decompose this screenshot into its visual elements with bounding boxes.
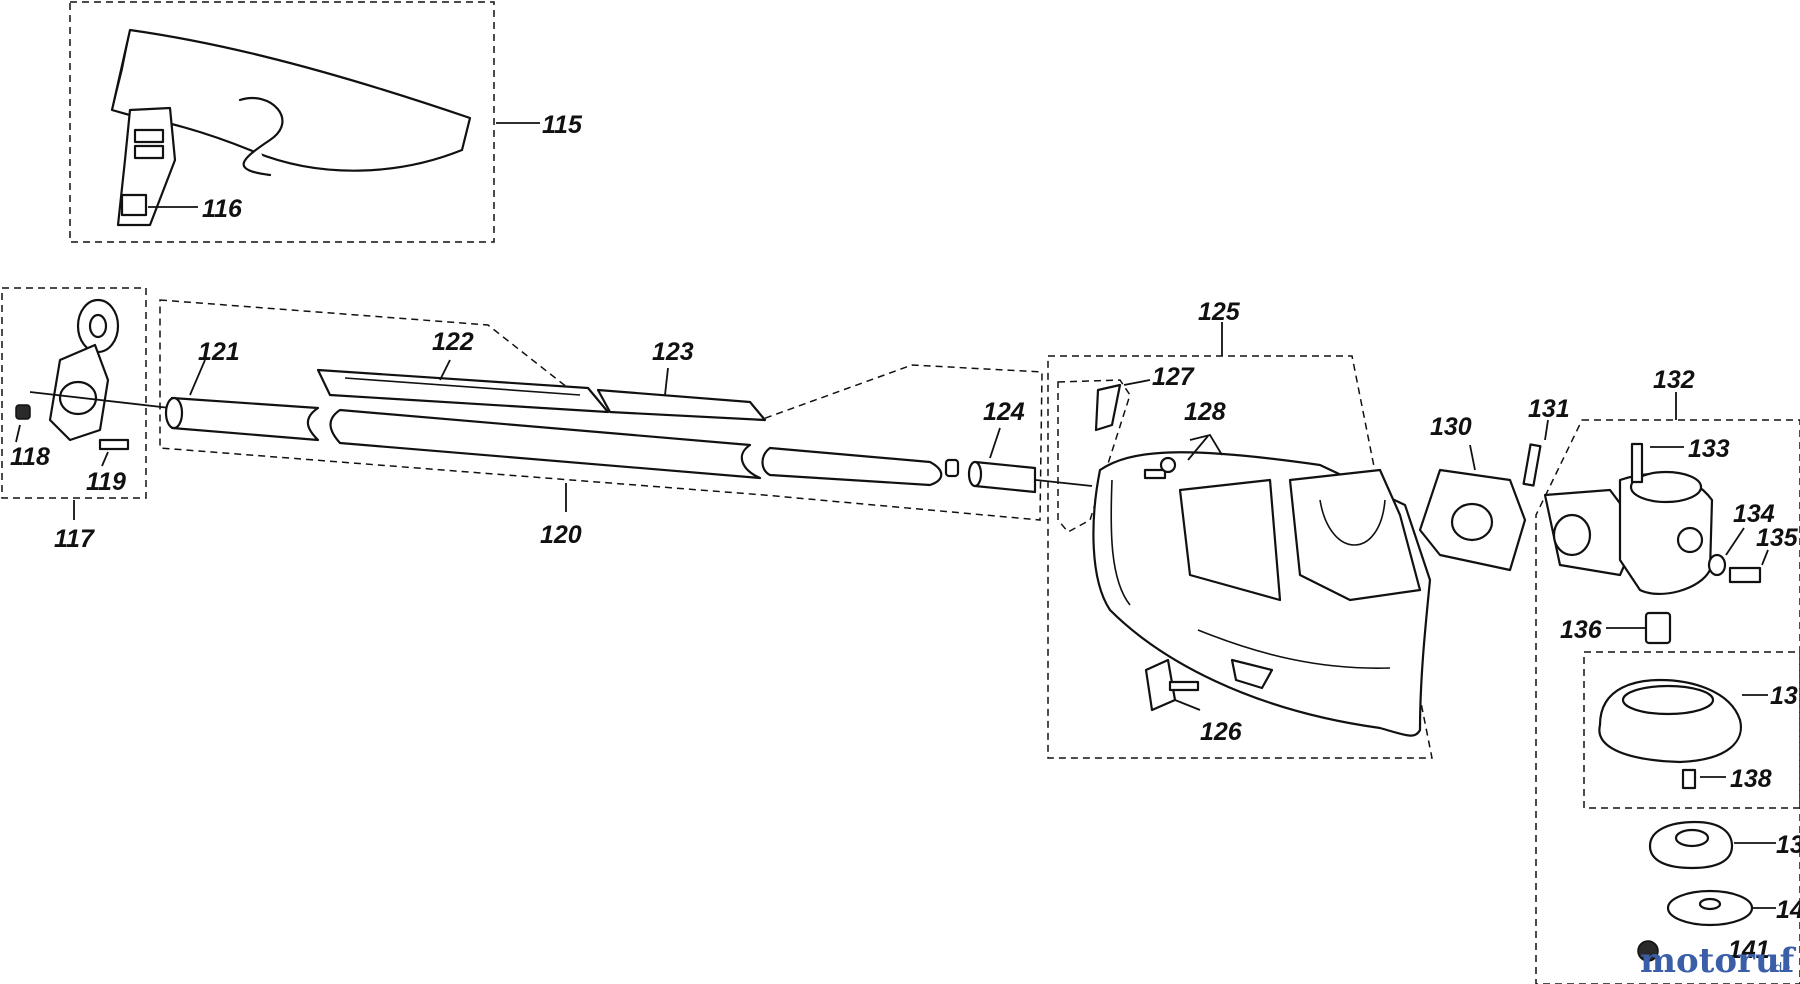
label-117: 117 [54, 525, 95, 553]
label-124: 124 [983, 398, 1025, 426]
label-122: 122 [432, 328, 474, 356]
label-121: 121 [198, 338, 240, 366]
label-123: 123 [652, 338, 694, 366]
label-116: 116 [202, 195, 243, 223]
strap-hook [120, 193, 148, 217]
tube-main [329, 408, 762, 480]
bolt-131 [1522, 443, 1542, 487]
label-137: 137 [1770, 682, 1800, 710]
guard-bracket-plate [1178, 478, 1282, 602]
label-115: 115 [542, 111, 583, 139]
mount-dashed-box [1057, 379, 1131, 533]
watermark: motoruf .de [1640, 941, 1797, 981]
tube-end [761, 446, 943, 487]
coupler-124 [973, 460, 1037, 494]
handle-clamp-group: 118 119 117 [1, 287, 147, 553]
bushing-136 [1644, 611, 1672, 645]
strap-dashed-box [69, 1, 495, 243]
guard-u-bracket [1288, 468, 1422, 602]
label-136: 136 [1560, 616, 1603, 644]
label-132: 132 [1653, 366, 1695, 394]
watermark-suffix: .de [1770, 961, 1790, 976]
screw-138 [1681, 768, 1697, 790]
screws-128 [1143, 468, 1167, 480]
screw-133 [1630, 442, 1644, 484]
gearhead-dashed-box [1535, 419, 1800, 984]
label-119: 119 [86, 468, 126, 496]
label-138: 138 [1730, 765, 1772, 793]
decal-123 [596, 388, 767, 422]
clip-127 [1094, 383, 1122, 432]
label-135: 135 [1756, 524, 1799, 552]
mount-plate-group: 130 131 [1418, 395, 1570, 572]
label-125: 125 [1198, 298, 1241, 326]
label-141: 141 [1728, 936, 1770, 964]
washer-134 [1707, 553, 1727, 577]
label-126: 126 [1200, 718, 1243, 746]
bolt-119 [98, 438, 130, 451]
watermark-brand: motoruf [1640, 941, 1797, 981]
label-127: 127 [1152, 363, 1195, 391]
shoulder-strap-group: 115 116 [69, 1, 583, 243]
label-133: 133 [1688, 435, 1730, 463]
arrow-marking [1230, 658, 1274, 690]
label-134: 134 [1733, 500, 1775, 528]
guard-group: 125 127 128 126 [1047, 298, 1433, 759]
shaft-dashed-box [159, 299, 1043, 521]
label-130: 130 [1430, 413, 1472, 441]
tube-121 [170, 396, 320, 442]
guard-dashed-box [1047, 355, 1433, 759]
label-131: 131 [1528, 395, 1570, 423]
label-118: 118 [10, 443, 50, 471]
label-140: 140 [1776, 896, 1800, 924]
strap-loop [238, 97, 284, 177]
nut-118 [15, 404, 31, 420]
decal-122 [316, 368, 610, 414]
cup-dashed-box [1583, 651, 1800, 809]
bolt-135 [1728, 566, 1762, 584]
label-120: 120 [540, 521, 582, 549]
gear-head-group: 132 133 134 135 136 137 138 139 140 [1535, 366, 1800, 984]
strap-pad [110, 28, 472, 172]
label-139: 139 [1776, 831, 1800, 859]
shaft-group: 121 122 123 124 120 [29, 299, 1093, 549]
nut-141 [1637, 940, 1659, 962]
clamp-dashed-box [1, 287, 147, 499]
label-128: 128 [1184, 398, 1226, 426]
